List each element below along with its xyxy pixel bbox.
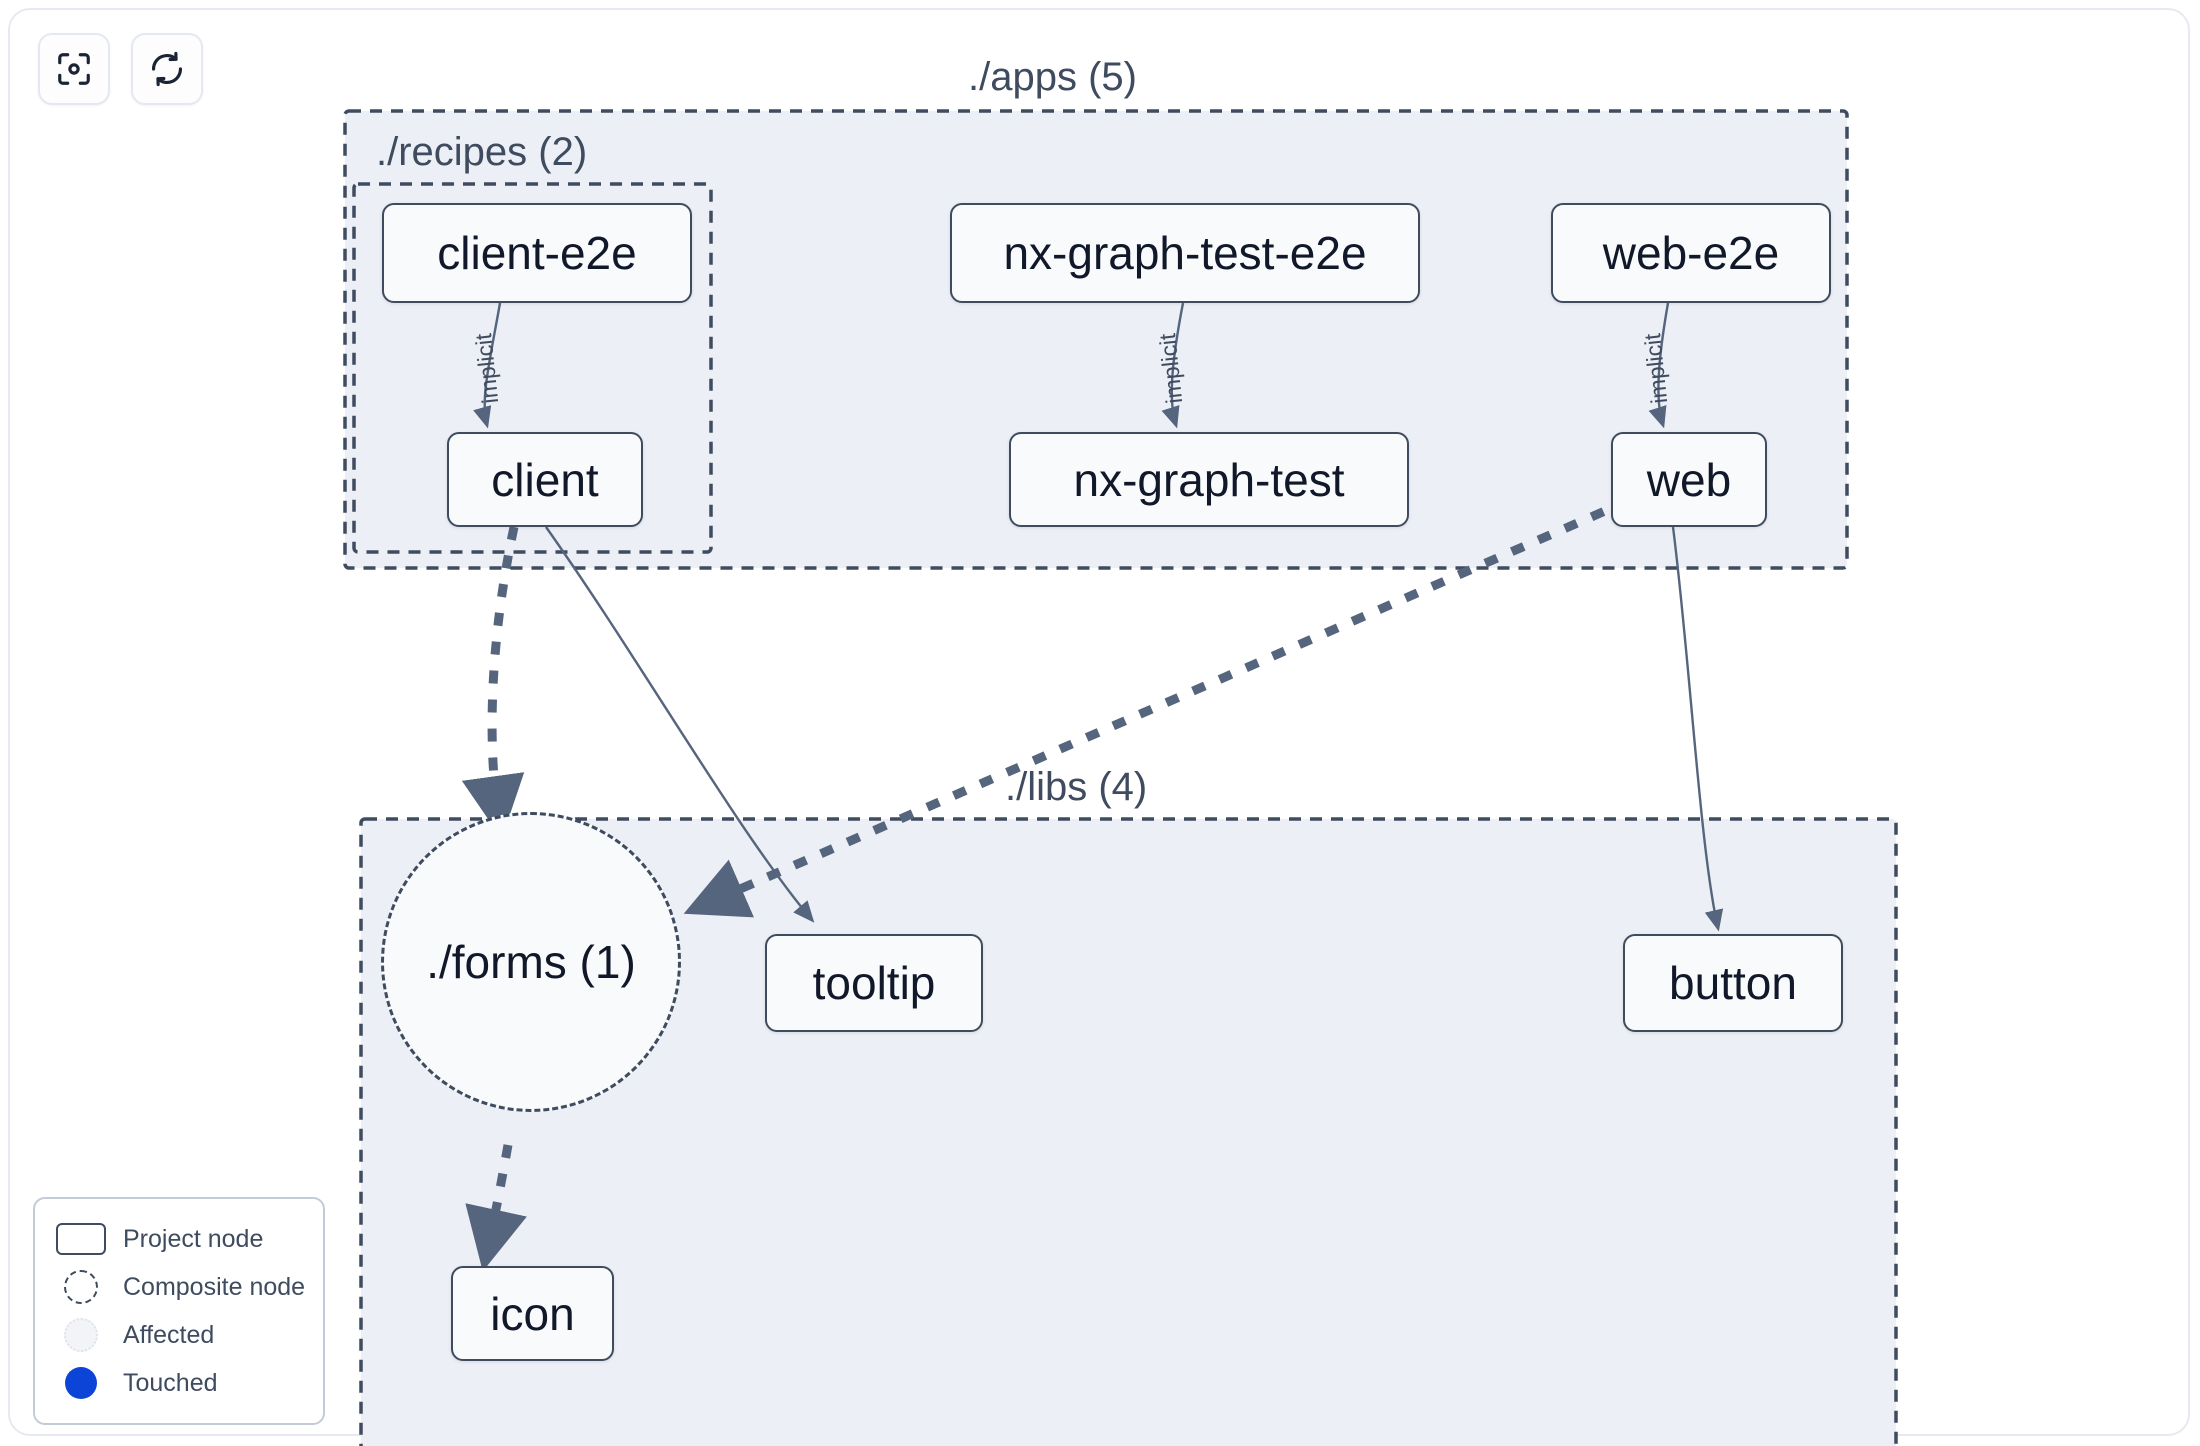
node-label: icon (490, 1287, 575, 1340)
refresh-icon (148, 50, 186, 88)
edge-web-to-button (1671, 526, 1724, 932)
legend-item-composite-node: Composite node (53, 1263, 305, 1311)
group-rect-apps (343, 109, 1849, 570)
node-web-e2e[interactable]: web-e2e (1551, 203, 1831, 303)
node-label: web-e2e (1602, 227, 1780, 279)
legend-item-affected: Affected (53, 1311, 305, 1359)
node-label: nx-graph-test-e2e (1003, 227, 1367, 279)
node-label: tooltip (812, 957, 936, 1009)
affected-swatch (53, 1318, 109, 1352)
node-label: nx-graph-test (1073, 453, 1345, 506)
node-button[interactable]: button (1623, 934, 1843, 1032)
node-client-e2e[interactable]: client-e2e (382, 203, 692, 303)
refresh-graph-button[interactable] (131, 33, 203, 105)
focus-graph-button[interactable] (38, 33, 110, 105)
group-rect-libs (359, 817, 1898, 1446)
node-label: web (1646, 453, 1732, 506)
edge-web-to-forms (683, 495, 1632, 918)
edge-web-e2e-to-web (1648, 302, 1670, 429)
graph-legend: Project node Composite node Affected Tou… (33, 1197, 325, 1425)
project-node-swatch (53, 1222, 109, 1256)
group-label-libs: ./libs (4) (1005, 765, 1148, 809)
edge-forms-to-icon (465, 1144, 527, 1272)
edge-client-to-tooltip (545, 526, 815, 923)
node-label: client-e2e (437, 227, 637, 279)
node-nx-graph-test[interactable]: nx-graph-test (1009, 432, 1409, 527)
node-icon[interactable]: icon (451, 1266, 614, 1361)
legend-label: Composite node (123, 1272, 306, 1301)
legend-label: Touched (123, 1368, 218, 1397)
node-label: client (491, 453, 599, 506)
graph-toolbar (38, 33, 203, 105)
node-forms-composite[interactable]: ./forms (1) (381, 812, 681, 1112)
group-label-apps: ./apps (5) (968, 55, 1137, 99)
group-label-recipes: ./recipes (2) (376, 130, 588, 174)
composite-node-swatch (53, 1270, 109, 1304)
legend-item-project-node: Project node (53, 1215, 305, 1263)
touched-swatch (53, 1366, 109, 1400)
node-client[interactable]: client (447, 432, 643, 527)
node-nx-graph-test-e2e[interactable]: nx-graph-test-e2e (950, 203, 1420, 303)
edge-client-e2e-to-client (473, 302, 502, 429)
legend-item-touched: Touched (53, 1359, 305, 1407)
legend-label: Project node (123, 1224, 264, 1253)
node-web[interactable]: web (1611, 432, 1767, 527)
node-tooltip[interactable]: tooltip (765, 934, 983, 1032)
legend-label: Affected (123, 1320, 215, 1349)
edge-nx-graph-test-e2e-to-nx-graph-test (1161, 302, 1185, 429)
node-label: button (1669, 957, 1797, 1009)
focus-target-icon (55, 50, 93, 88)
node-label: ./forms (1) (426, 936, 636, 988)
